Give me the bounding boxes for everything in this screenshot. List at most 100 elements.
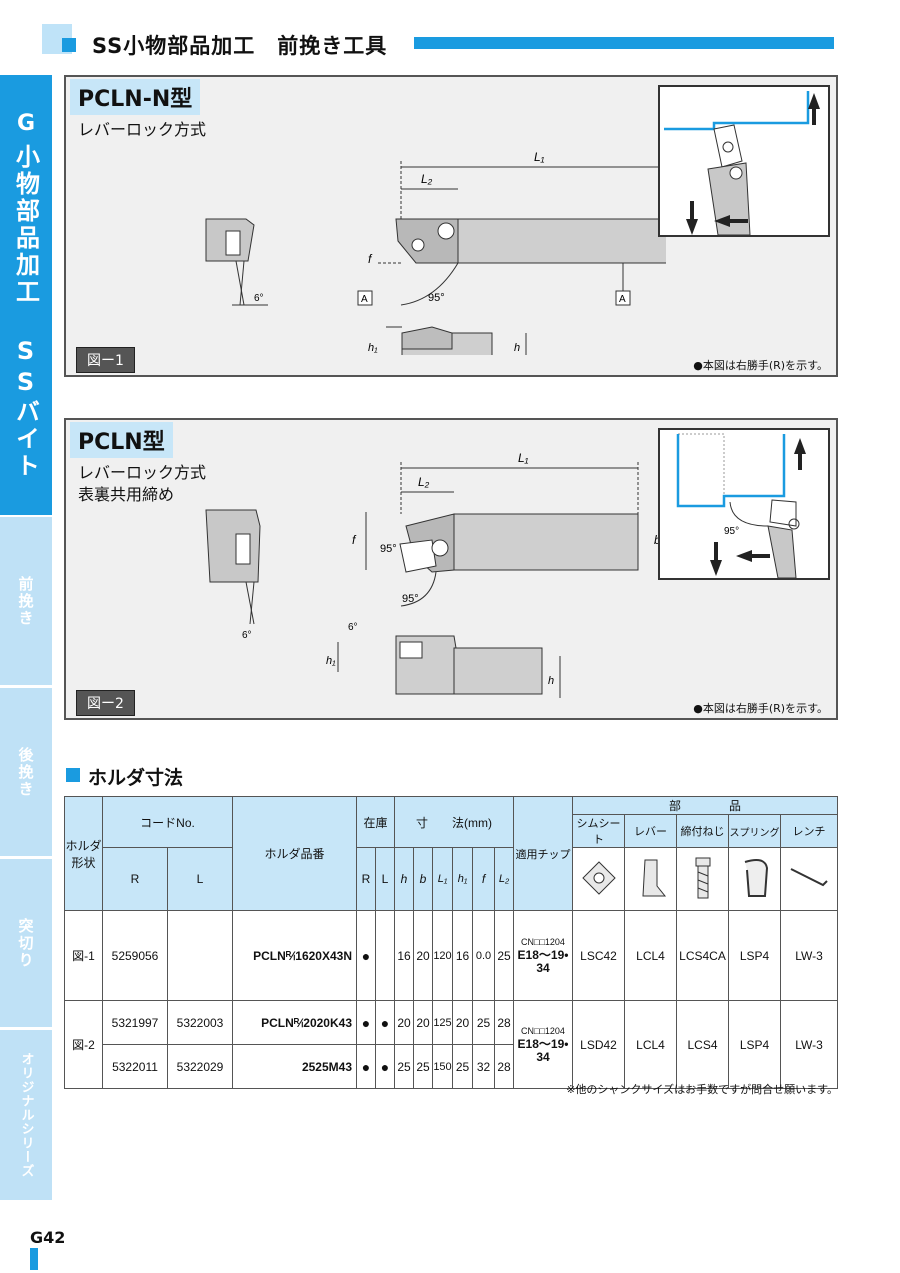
cell-shape: 図-2 [64,1000,103,1089]
th-parts: 部 品 [572,796,838,815]
cell-shim: LSD42 [572,1000,625,1089]
cell-L1: 120 [432,910,453,1001]
figure2-inset: 95° [658,428,830,580]
dim-A-right: A [619,294,626,305]
th-stock-L: L [375,847,395,911]
figure2-desc1: レバーロック方式 [78,463,207,482]
side-tab-label: 前挽き [16,575,35,627]
cell-b: 20 [413,910,433,1001]
cell-chip-range2: 34 [536,1050,550,1064]
svg-text:95°: 95° [724,526,739,537]
svg-text:6°: 6° [242,630,252,641]
dim-angle6: 6° [348,622,358,633]
screw-image [676,847,729,911]
figure2-note: ●本図は右勝手(R)を示す。 [693,702,828,715]
cell-h1: 20 [452,1000,473,1045]
cell-codeL [167,910,233,1001]
cell-codeL: 5322003 [167,1000,233,1045]
figure1-note: ●本図は右勝手(R)を示す。 [693,359,828,372]
figure1-title: PCLN-N型 [70,79,201,115]
cell-L1: 150 [432,1044,453,1089]
dim-angle95-b: 95° [402,593,419,605]
cell-spring: LSP4 [728,1000,781,1089]
cell-L1: 125 [432,1000,453,1045]
cell-screw: LCS4CA [676,910,729,1001]
cell-h1: 16 [452,910,473,1001]
cell-b: 25 [413,1044,433,1089]
dim-L2: L₂ [418,475,430,489]
cell-stockR: ● [356,910,376,1001]
side-tab-letter: G [16,110,36,136]
side-tab-label: オリジナルシリーズ [18,1052,34,1178]
cell-stockL: ● [375,1044,395,1089]
side-tab-original[interactable]: オリジナルシリーズ [0,1030,52,1200]
th-code-L: L [167,847,233,911]
th-lever: レバー [624,814,677,848]
th-L2: L₂ [494,847,514,911]
section-square [66,768,80,782]
side-tab-main[interactable]: G 小物部品加工 SSバイト [0,75,52,515]
cell-model: PCLNᴿ⁄ₗ1620X43N [232,910,357,1001]
header-decor-square-small [62,38,76,52]
cell-stockL: ● [375,1000,395,1045]
cell-chip-range: E18～19• [517,1037,569,1051]
cell-lever: LCL4 [624,910,677,1001]
header-bar [414,37,834,49]
th-stock: 在庫 [356,796,395,848]
th-dims: 寸 法(mm) [394,796,514,848]
side-tab-label: 突切り [16,917,35,969]
side-tab-cutoff[interactable]: 突切り [0,859,52,1027]
page-title: SS小物部品加工 前挽き工具 [92,34,388,58]
side-tab-back[interactable]: 後挽き [0,688,52,856]
lever-image [624,847,677,911]
th-screw: 締付ねじ [676,814,729,848]
dim-L1: L₁ [534,150,545,164]
th-code-R: R [102,847,168,911]
wrench-image [780,847,838,911]
dim-A-left: A [361,294,368,305]
cell-codeR: 5259056 [102,910,168,1001]
figure1-label: 図ー1 [76,347,135,373]
dim-L2: L₂ [421,172,433,186]
figure1-panel: PCLN-N型 レバーロック方式 6° L₁ L₂ b f A A 95° [64,75,838,377]
shim-image [572,847,625,911]
th-shape: ホルダ形状 [64,796,103,911]
side-tab-main-label: 小物部品加工 SSバイト [11,143,40,480]
figure2-title: PCLN型 [70,422,173,458]
th-f: f [472,847,495,911]
cell-codeR: 5321997 [102,1000,168,1045]
th-shim: シムシート [572,814,625,848]
dim-b: b [654,533,661,547]
cell-model: PCLNᴿ⁄ₗ2020K43 [232,1000,357,1045]
cell-L2: 28 [494,1000,514,1045]
cell-L2: 25 [494,910,514,1001]
th-chip: 適用チップ [513,796,573,911]
dim-f: f [352,533,357,547]
cell-codeL: 5322029 [167,1044,233,1089]
cell-f: 32 [472,1044,495,1089]
figure1-drawing: 6° L₁ L₂ b f A A 95° h₁ h [205,150,666,355]
th-h1: h₁ [452,847,473,911]
cell-shape: 図-1 [64,910,103,1001]
figure2-desc2: 表裏共用締め [78,485,175,504]
dim-h1: h₁ [368,342,378,354]
cell-f: 0.0 [472,910,495,1001]
cell-h: 25 [394,1044,414,1089]
spring-image [728,847,781,911]
dim-h: h [514,342,520,354]
svg-text:6°: 6° [254,293,264,304]
page-number-bar [30,1248,38,1270]
cell-L2: 28 [494,1044,514,1089]
section-title: ホルダ寸法 [88,767,184,789]
table-row: 図-2 5321997 5322003 PCLNᴿ⁄ₗ2020K43 ● ● 2… [64,1000,838,1089]
page-number: G42 [30,1228,66,1247]
cell-stockR: ● [356,1000,376,1045]
cell-chip-code: CN□□1204 [521,1026,565,1036]
th-L1: L₁ [432,847,453,911]
th-spring: スプリング [728,814,781,848]
th-stock-R: R [356,847,376,911]
cell-lever: LCL4 [624,1000,677,1089]
side-tab-front[interactable]: 前挽き [0,517,52,685]
figure2-drawing: 6° L₁ L₂ b f 95° 95° 6° h₁ h [205,451,666,698]
dim-h: h [548,675,554,687]
